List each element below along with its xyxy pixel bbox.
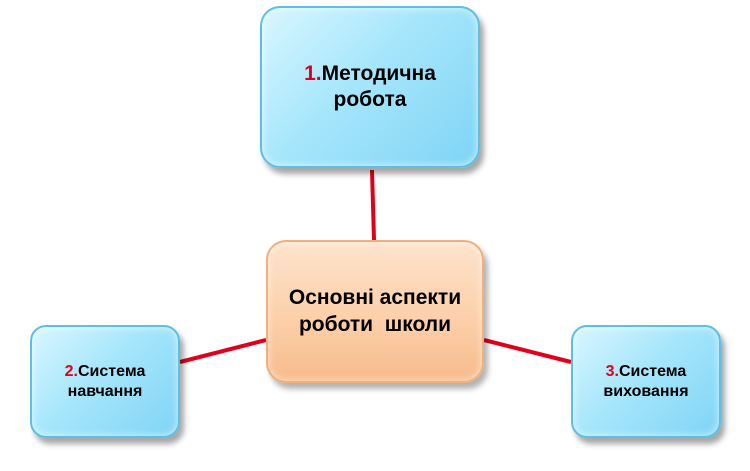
- center-label-line1: Основні аспекти: [288, 286, 462, 310]
- node-label-line1: Система: [618, 362, 687, 380]
- connector-center-to-left: [179, 338, 267, 364]
- node-label-line2: навчання: [67, 382, 143, 400]
- node-label-line1: Методична: [321, 61, 436, 85]
- node-number: 3.: [605, 362, 619, 380]
- node-learning-system: 2.Система навчання: [30, 325, 180, 438]
- node-number: 2.: [64, 362, 78, 380]
- node-upbringing-system: 3.Система виховання: [571, 325, 721, 438]
- node-label-line1: Система: [78, 362, 146, 380]
- center-label-line2: роботи школи: [298, 312, 452, 336]
- node-number: 1.: [304, 61, 322, 85]
- connector-center-to-right: [483, 338, 572, 364]
- connector-center-to-top: [370, 169, 376, 241]
- node-center-label: Основні аспекти роботи школи: [289, 285, 461, 338]
- node-center-main-aspects: Основні аспекти роботи школи: [266, 240, 484, 383]
- node-methodical-work: 1.Методична робота: [260, 6, 480, 168]
- node-learning-system-label: 2.Система навчання: [65, 362, 146, 402]
- node-label-line2: робота: [333, 88, 407, 111]
- node-label-line2: виховання: [603, 382, 689, 400]
- node-upbringing-system-label: 3.Система виховання: [603, 362, 688, 402]
- node-methodical-work-label: 1.Методична робота: [304, 61, 436, 114]
